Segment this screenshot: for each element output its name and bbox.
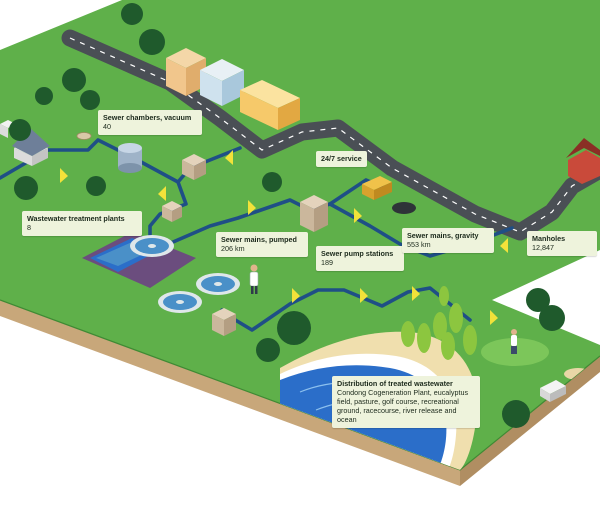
tree-icon bbox=[539, 305, 565, 331]
clarifier-icon bbox=[196, 273, 240, 295]
tree-icon bbox=[35, 87, 53, 105]
tree-icon bbox=[121, 3, 143, 25]
tree-icon bbox=[417, 323, 431, 353]
label-manholes: Manholes 12,847 bbox=[527, 231, 597, 256]
pump-station-icon bbox=[212, 308, 236, 336]
label-title: Wastewater treatment plants bbox=[27, 214, 137, 223]
golfer-icon bbox=[511, 329, 517, 354]
label-title: Sewer mains, pumped bbox=[221, 235, 303, 244]
storage-tank-icon bbox=[118, 143, 142, 173]
label-value: 8 bbox=[27, 223, 137, 232]
tree-icon bbox=[86, 176, 106, 196]
label-mains-pumped: Sewer mains, pumped 206 km bbox=[216, 232, 308, 257]
tree-icon bbox=[262, 172, 282, 192]
tree-icon bbox=[277, 311, 311, 345]
label-title: 24/7 service bbox=[321, 154, 362, 163]
tree-icon bbox=[80, 90, 100, 110]
clarifier-icon bbox=[158, 291, 202, 313]
label-title: Sewer mains, gravity bbox=[407, 231, 489, 240]
label-distribution: Distribution of treated wastewater Condo… bbox=[332, 376, 480, 428]
label-value: 12,847 bbox=[532, 243, 592, 252]
clarifier-icon bbox=[130, 235, 174, 257]
tree-icon bbox=[14, 176, 38, 200]
manhole-cover-icon bbox=[77, 133, 91, 140]
tree-icon bbox=[439, 286, 449, 306]
label-value: Condong Cogeneration Plant, eucalyptus f… bbox=[337, 388, 475, 424]
tree-icon bbox=[9, 119, 31, 141]
tree-icon bbox=[401, 321, 415, 347]
tree-icon bbox=[449, 303, 463, 333]
pump-station-icon bbox=[300, 195, 328, 232]
label-title: Sewer pump stations bbox=[321, 249, 399, 258]
tree-icon bbox=[62, 68, 86, 92]
tree-icon bbox=[441, 332, 455, 360]
tree-icon bbox=[502, 400, 530, 428]
label-title: Distribution of treated wastewater bbox=[337, 379, 475, 388]
label-sewer-chambers: Sewer chambers, vacuum 40 bbox=[98, 110, 202, 135]
label-mains-gravity: Sewer mains, gravity 553 km bbox=[402, 228, 494, 253]
label-value: 553 km bbox=[407, 240, 489, 249]
tree-icon bbox=[139, 29, 165, 55]
tree-icon bbox=[463, 325, 477, 355]
label-title: Sewer chambers, vacuum bbox=[103, 113, 197, 122]
label-value: 40 bbox=[103, 122, 197, 131]
excavation-pit-icon bbox=[392, 202, 416, 214]
label-value: 189 bbox=[321, 258, 399, 267]
label-value: 206 km bbox=[221, 244, 303, 253]
label-service: 24/7 service bbox=[316, 151, 367, 167]
label-title: Manholes bbox=[532, 234, 592, 243]
tree-icon bbox=[256, 338, 280, 362]
label-pump-stations: Sewer pump stations 189 bbox=[316, 246, 404, 271]
label-treatment-plants: Wastewater treatment plants 8 bbox=[22, 211, 142, 236]
